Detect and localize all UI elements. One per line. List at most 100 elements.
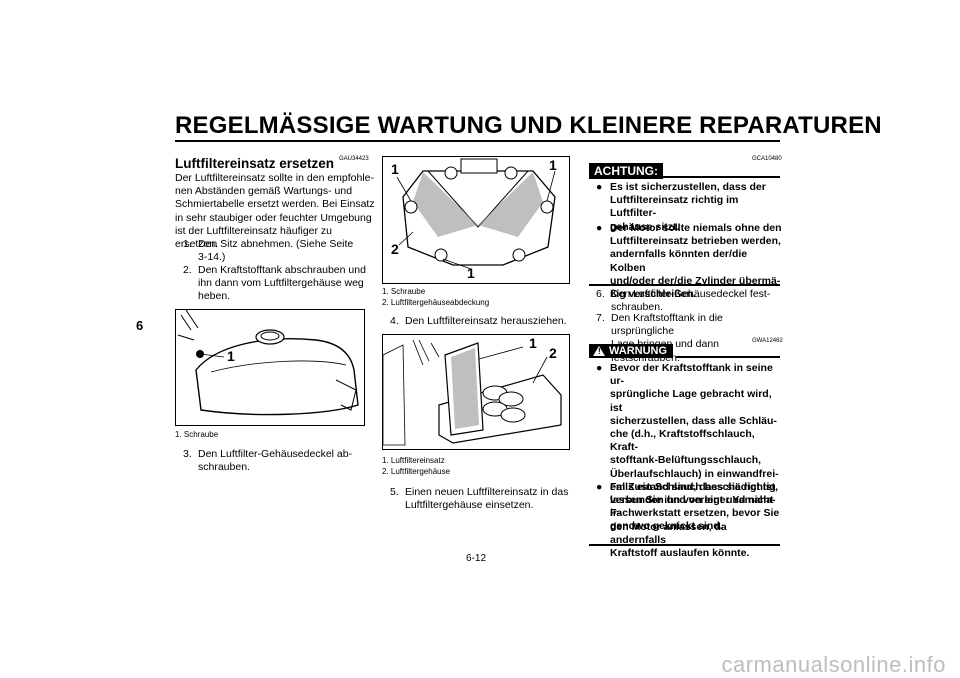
list-item: ● Falls ein Schlauch beschädigt ist, las…	[590, 481, 782, 559]
step-number: 6.	[596, 288, 605, 300]
step-number: 5.	[390, 486, 399, 498]
intro-paragraph: Der Luftfiltereinsatz sollte in den empf…	[175, 172, 375, 251]
list-item: ● Der Motor sollte niemals ohne den Luft…	[590, 222, 782, 300]
air-filter-element-illustration: 1 2	[382, 334, 570, 450]
step-text: Einen neuen Luftfiltereinsatz in das Luf…	[405, 486, 568, 512]
warnung-end-rule	[589, 544, 780, 546]
step-line: Luftfiltergehäuse einsetzen.	[405, 499, 534, 512]
bullet-icon: ●	[596, 181, 603, 193]
list-line: sprüngliche Lage gebracht wird, ist	[610, 388, 772, 414]
step-text: Den Luftfilter-Gehäusedeckel ab- schraub…	[198, 448, 352, 474]
list-line: stofftank-Belüftungsschlauch,	[610, 454, 762, 467]
warnung-label: WARNUNG	[609, 345, 668, 357]
step-text: Den Luftfilter-Gehäusedeckel fest- schra…	[611, 288, 770, 314]
intro-line: nen Abständen gemäß Wartungs- und	[175, 185, 353, 198]
callout-label: 1	[467, 265, 475, 281]
achtung-badge: ACHTUNG:	[589, 163, 663, 179]
warnung-badge: ! WARNUNG	[589, 344, 674, 358]
warnung-list: ● Bevor der Kraftstofftank in seine ur- …	[590, 362, 782, 559]
header-rule	[175, 140, 780, 142]
step-line: ihn dann vom Luftfiltergehäuse weg	[198, 277, 364, 290]
list-line: andernfalls könnten der/die Kolben	[610, 248, 748, 274]
list-line: Luftfiltereinsatz betrieben werden,	[610, 235, 781, 248]
step-line: Den Kraftstofftank abschrauben und	[198, 264, 366, 276]
achtung-rule	[660, 176, 780, 178]
list-line: Fachwerkstatt ersetzen, bevor Sie	[610, 507, 780, 520]
page-number: 6-12	[466, 553, 487, 564]
notice-code: GWA12462	[752, 338, 783, 344]
step-line: Den Kraftstofftank in die ursprüngliche	[611, 312, 723, 338]
callout-label: 1	[227, 348, 235, 364]
step-4: 4. Den Luftfiltereinsatz herausziehen.	[390, 315, 580, 329]
list-line: Kraftstoff auslaufen könnte.	[610, 547, 750, 560]
step-5: 5. Einen neuen Luftfiltereinsatz in das …	[390, 486, 580, 512]
notice-code: GCA10480	[752, 156, 782, 162]
step-line: Den Sitz abnehmen. (Siehe Seite	[198, 238, 354, 250]
figure-legend: 1. Schraube 2. Luftfiltergehäuseabdeckun…	[382, 286, 489, 308]
list-line: den Motor anlassen, da andernfalls	[610, 520, 727, 546]
step-number: 3.	[183, 448, 192, 460]
list-line: Überlaufschlauch) in einwandfrei-	[610, 467, 779, 480]
section-heading: Luftfiltereinsatz ersetzen	[175, 156, 335, 171]
fuel-tank-illustration: 1	[175, 309, 365, 426]
legend-item: 1. Luftfiltereinsatz	[382, 456, 445, 465]
watermark-text: carmanualsonline.info	[721, 652, 946, 677]
list-line: Bevor der Kraftstofftank in seine ur-	[610, 362, 773, 388]
callout-label: 1	[549, 157, 557, 173]
list-line: Luftfiltereinsatz richtig im Luftfilter-	[610, 194, 739, 220]
step-line: heben.	[198, 290, 231, 303]
list-line: gendwo geknickt sind.	[610, 520, 723, 533]
step-line: Den Luftfiltereinsatz herausziehen.	[405, 315, 567, 327]
list-line: em Zustand sind, dass sie richtig	[610, 480, 776, 493]
step-text: Den Sitz abnehmen. (Siehe Seite 3-14.)	[198, 238, 353, 264]
list-line: verbunden und verlegt und nicht ir-	[610, 494, 774, 520]
callout-label: 2	[391, 241, 399, 257]
page-title: REGELMÄSSIGE WARTUNG UND KLEINERE REPARA…	[175, 112, 882, 139]
callout-label: 1	[391, 161, 399, 177]
step-2: 2. Den Kraftstofftank abschrauben und ih…	[183, 264, 373, 304]
intro-line: Schmiertabelle ersetzt werden. Bei Einsa…	[175, 198, 375, 211]
list-item: ● Bevor der Kraftstofftank in seine ur- …	[590, 362, 782, 532]
step-text: Den Luftfiltereinsatz herausziehen.	[405, 315, 567, 328]
list-line: Der Motor sollte niemals ohne den	[610, 222, 782, 234]
list-line: gehäuse sitzt.	[610, 220, 680, 233]
list-line: Es ist sicherzustellen, dass der	[610, 181, 766, 193]
step-number: 7.	[596, 312, 605, 324]
warnung-rule	[676, 356, 780, 358]
list-line: ßig verschleißen.	[610, 288, 696, 301]
step-number: 4.	[390, 315, 399, 327]
air-filter-cover-illustration: 1 1 2 1	[382, 156, 570, 284]
list-item: ● Es ist sicherzustellen, dass der Luftf…	[590, 181, 782, 233]
step-6: 6. Den Luftfilter-Gehäusedeckel fest- sc…	[596, 288, 786, 314]
list-line: Falls ein Schlauch beschädigt ist,	[610, 481, 779, 493]
step-line: Den Luftfilter-Gehäusedeckel fest-	[611, 288, 771, 300]
step-line: schrauben.	[611, 301, 663, 314]
figure-legend: 1. Luftfiltereinsatz 2. Luftfiltergehäus…	[382, 455, 450, 477]
step-1: 1. Den Sitz abnehmen. (Siehe Seite 3-14.…	[183, 238, 373, 264]
warning-triangle-icon: !	[593, 346, 605, 356]
bullet-icon: ●	[596, 222, 603, 234]
achtung-list: ● Es ist sicherzustellen, dass der Luftf…	[590, 181, 782, 300]
step-line: schrauben.	[198, 461, 250, 474]
step-7: 7. Den Kraftstofftank in die ursprünglic…	[596, 312, 786, 364]
achtung-end-rule	[589, 284, 780, 286]
intro-line: in sehr staubiger oder feuchter Umgebung	[175, 211, 372, 224]
callout-label: 1	[529, 335, 537, 351]
intro-line: ist der Luftfiltereinsatz häufiger zu er…	[175, 224, 332, 251]
bullet-icon: ●	[596, 481, 603, 493]
section-code: GAU34423	[339, 156, 369, 162]
legend-item: 2. Luftfiltergehäuse	[382, 467, 451, 476]
legend-item: 1. Schraube	[382, 287, 426, 296]
step-line: Einen neuen Luftfiltereinsatz in das	[405, 486, 569, 498]
step-line: 3-14.)	[198, 251, 226, 264]
step-3: 3. Den Luftfilter-Gehäusedeckel ab- schr…	[183, 448, 373, 474]
step-line: Den Luftfilter-Gehäusedeckel ab-	[198, 448, 353, 460]
bullet-icon: ●	[596, 362, 603, 374]
list-line: und/oder der/die Zylinder übermä-	[610, 274, 781, 287]
step-text: Den Kraftstofftank abschrauben und ihn d…	[198, 264, 366, 304]
list-line: sicherzustellen, dass alle Schläu-	[610, 414, 777, 427]
step-number: 1.	[183, 238, 192, 250]
list-line: che (d.h., Kraftstoffschlauch, Kraft-	[610, 428, 755, 454]
chapter-tab: 6	[136, 318, 144, 333]
callout-label: 2	[549, 345, 557, 361]
